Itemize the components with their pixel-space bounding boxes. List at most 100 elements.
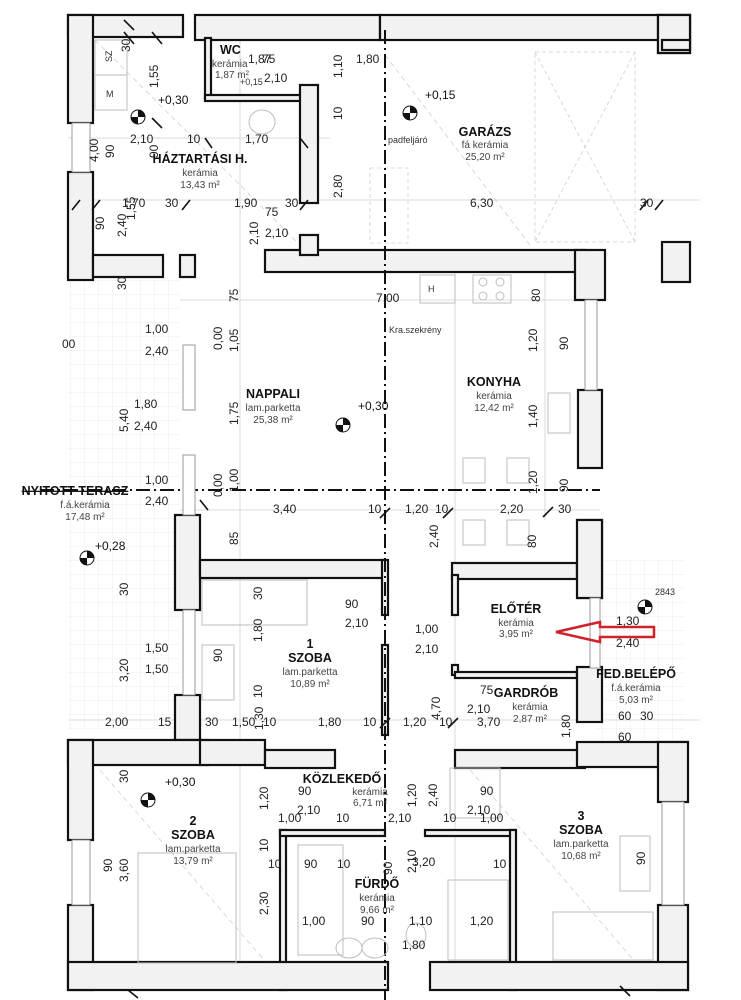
svg-text:2,40: 2,40 [145, 494, 169, 508]
svg-text:10,68 m²: 10,68 m² [561, 851, 601, 862]
svg-text:1,50: 1,50 [232, 715, 256, 729]
svg-text:10: 10 [268, 857, 282, 871]
svg-text:1,80: 1,80 [356, 52, 380, 66]
heater-label: H [428, 284, 435, 294]
svg-text:10: 10 [251, 684, 265, 698]
svg-text:80: 80 [525, 534, 539, 548]
level-terasz: +0,28 [95, 539, 126, 553]
svg-text:2,10: 2,10 [265, 226, 289, 240]
svg-text:1,00: 1,00 [278, 811, 302, 825]
svg-text:1,70: 1,70 [245, 132, 269, 146]
room-wc: WC kerámia 1,87 m² [212, 43, 250, 81]
svg-text:KONYHA: KONYHA [467, 375, 521, 389]
svg-text:2,40: 2,40 [115, 213, 129, 237]
svg-text:1,50: 1,50 [145, 662, 169, 676]
svg-text:5,40: 5,40 [117, 408, 131, 432]
svg-text:90: 90 [93, 216, 107, 230]
svg-text:9,66 m²: 9,66 m² [360, 905, 395, 916]
svg-text:10: 10 [257, 838, 271, 852]
svg-text:1,40: 1,40 [526, 404, 540, 428]
svg-text:90: 90 [557, 478, 571, 492]
svg-text:kerámia: kerámia [359, 893, 395, 904]
svg-text:kerámia: kerámia [212, 59, 248, 70]
svg-text:90: 90 [298, 784, 312, 798]
svg-text:SZOBA: SZOBA [171, 828, 215, 842]
svg-text:f.á.kerámia: f.á.kerámia [60, 500, 110, 511]
svg-text:4,00: 4,00 [87, 138, 101, 162]
svg-text:3,95 m²: 3,95 m² [499, 629, 534, 640]
svg-text:2,80: 2,80 [331, 174, 345, 198]
svg-text:10: 10 [331, 106, 345, 120]
svg-text:00: 00 [62, 337, 76, 351]
svg-text:1,80: 1,80 [134, 397, 158, 411]
room-konyha: KONYHA kerámia 12,42 m² [467, 375, 521, 414]
level-markers [79, 105, 653, 808]
kra-szekreny-label: Kra.szekrény [389, 325, 442, 335]
level-marker-icon [402, 105, 418, 121]
svg-text:lam.parketta: lam.parketta [165, 844, 220, 855]
level-wc: +0,15 [240, 77, 263, 87]
svg-text:60: 60 [618, 730, 632, 744]
svg-text:90: 90 [557, 336, 571, 350]
room-garazs: GARÁZS fá kerámia 25,20 m² [459, 124, 512, 163]
svg-text:30: 30 [205, 715, 219, 729]
svg-text:1,70: 1,70 [122, 196, 146, 210]
svg-text:lam.parketta: lam.parketta [282, 667, 337, 678]
svg-text:75: 75 [480, 683, 494, 697]
svg-text:6,30: 6,30 [470, 196, 494, 210]
svg-text:kerámia: kerámia [352, 787, 388, 798]
room-furdo: FÜRDŐ kerámia 9,66 m² [355, 876, 400, 916]
svg-text:10: 10 [263, 715, 277, 729]
svg-text:1,30: 1,30 [616, 614, 640, 628]
svg-text:10,89 m²: 10,89 m² [290, 679, 330, 690]
svg-text:2,10: 2,10 [467, 702, 491, 716]
svg-text:3: 3 [578, 809, 585, 823]
svg-text:3,60: 3,60 [117, 858, 131, 882]
svg-text:75: 75 [227, 288, 241, 302]
svg-text:13,79 m²: 13,79 m² [173, 856, 213, 867]
svg-text:1,75: 1,75 [227, 401, 241, 425]
svg-text:lam.parketta: lam.parketta [553, 839, 608, 850]
svg-text:ELŐTÉR: ELŐTÉR [491, 601, 542, 616]
svg-text:30: 30 [115, 276, 129, 290]
svg-text:1,10: 1,10 [409, 914, 433, 928]
room-nappali: NAPPALI lam.parketta 25,38 m² [245, 387, 300, 426]
svg-text:1: 1 [307, 637, 314, 651]
svg-text:12,42 m²: 12,42 m² [474, 403, 514, 414]
svg-text:1,55: 1,55 [124, 196, 138, 220]
svg-text:GARDRÓB: GARDRÓB [494, 685, 559, 700]
svg-text:1,20: 1,20 [257, 786, 271, 810]
svg-text:3,70: 3,70 [477, 715, 501, 729]
svg-text:1,20: 1,20 [526, 328, 540, 352]
svg-text:5,03 m²: 5,03 m² [619, 695, 654, 706]
svg-text:1,20: 1,20 [470, 914, 494, 928]
room-szoba2: 2 SZOBA lam.parketta 13,79 m² [165, 814, 220, 867]
svg-text:30: 30 [117, 582, 131, 596]
svg-text:75: 75 [262, 52, 276, 66]
svg-text:17,48 m²: 17,48 m² [65, 512, 105, 523]
svg-text:10: 10 [336, 811, 350, 825]
padfeljaro-label: padfeljáró [388, 135, 428, 145]
svg-text:lam.parketta: lam.parketta [245, 403, 300, 414]
svg-text:2,10: 2,10 [415, 642, 439, 656]
svg-text:2,00: 2,00 [105, 715, 129, 729]
level-haztartasi: +0,30 [158, 93, 189, 107]
svg-text:GARÁZS: GARÁZS [459, 124, 512, 139]
level-szoba2: +0,30 [165, 775, 196, 789]
m-label: M [106, 89, 114, 99]
svg-text:1,80: 1,80 [251, 618, 265, 642]
svg-text:NYITOTT TERASZ: NYITOTT TERASZ [22, 484, 129, 498]
svg-text:1,00: 1,00 [302, 914, 326, 928]
svg-text:1,10: 1,10 [331, 54, 345, 78]
svg-text:10: 10 [435, 502, 449, 516]
level-fedbelepo: 2843 [655, 587, 675, 597]
svg-text:10: 10 [363, 715, 377, 729]
svg-text:WC: WC [220, 43, 241, 57]
svg-text:30: 30 [285, 196, 299, 210]
svg-text:2,87 m²: 2,87 m² [513, 714, 548, 725]
level-garazs: +0,15 [425, 88, 456, 102]
svg-text:10: 10 [443, 811, 457, 825]
svg-text:f.á.kerámia: f.á.kerámia [611, 683, 661, 694]
svg-text:2,10: 2,10 [264, 71, 288, 85]
